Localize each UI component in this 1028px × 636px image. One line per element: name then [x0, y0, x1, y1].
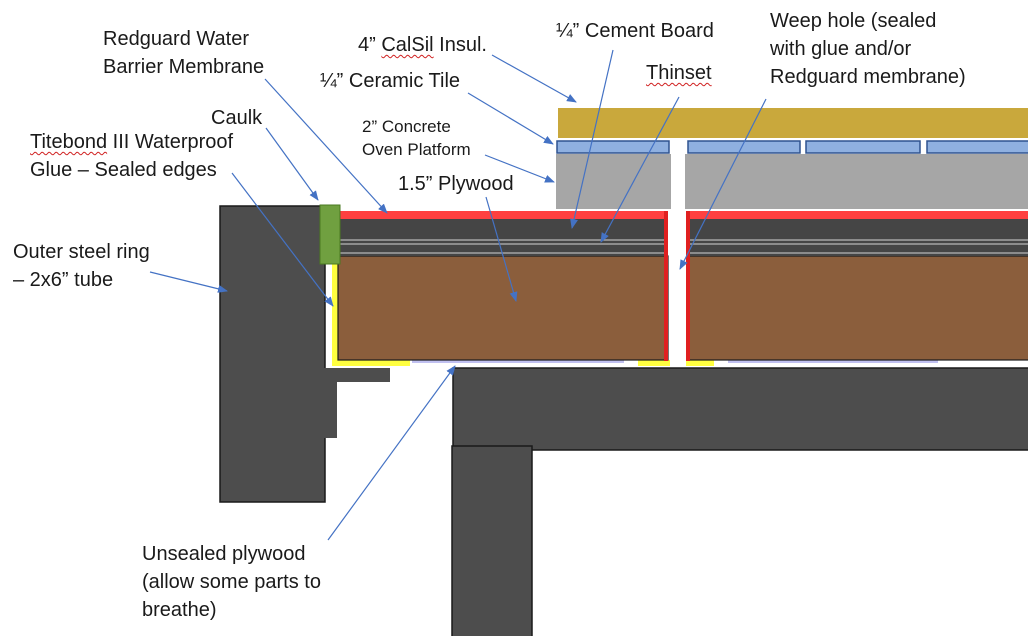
caulk-block: [319, 204, 341, 265]
label-plywood: 1.5” Plywood: [398, 173, 514, 195]
redguard-gap-left-wall: [664, 211, 668, 361]
label-cement-board: ¼” Cement Board: [556, 20, 714, 42]
cement-board-right: [688, 219, 1028, 256]
label-concrete: 2” Concrete Oven Platform: [362, 117, 471, 159]
redguard-top-left: [338, 211, 668, 219]
leader-thinset: [600, 96, 680, 243]
unsealed-bottom-left: [412, 359, 624, 363]
unsealed-bottom-right: [728, 359, 938, 363]
leader-plywood: [485, 196, 518, 302]
leader-weep-hole: [679, 98, 767, 270]
redguard-top-right: [688, 211, 1028, 219]
leader-titebond: [231, 172, 334, 307]
leader-ceramic-tile: [467, 92, 554, 145]
glue-gap-left: [638, 360, 670, 366]
label-calsil: 4” CalSil Insul.: [358, 34, 487, 56]
leader-cement-board: [570, 49, 614, 229]
leader-caulk: [265, 127, 319, 201]
leader-redguard: [264, 78, 388, 214]
plywood-left: [337, 255, 669, 361]
ceramic-tile-2: [687, 140, 801, 154]
cement-board-left: [338, 219, 668, 256]
ceramic-tile-1: [556, 140, 670, 154]
leader-outer-ring: [149, 271, 228, 293]
glue-left-edge: [332, 262, 338, 366]
redguard-gap-right-wall: [686, 211, 690, 361]
concrete-platform-left: [556, 154, 671, 209]
glue-bottom-left: [332, 360, 410, 366]
label-unsealed: Unsealed plywood (allow some parts to br…: [142, 543, 321, 621]
leader-concrete: [484, 154, 555, 183]
label-titebond: Titebond III Waterproof Glue – Sealed ed…: [30, 131, 234, 181]
steel-frame-vertical: [451, 445, 533, 636]
label-weep-hole: Weep hole (sealed with glue and/or Redgu…: [770, 10, 966, 88]
ceramic-tile-3: [805, 140, 921, 154]
ceramic-tile-4: [926, 140, 1028, 154]
label-outer-ring: Outer steel ring – 2x6” tube: [13, 241, 150, 291]
label-caulk: Caulk: [211, 107, 263, 129]
leader-calsil: [491, 54, 577, 103]
leader-unsealed: [327, 365, 456, 541]
plywood-right: [687, 255, 1028, 361]
label-thinset: Thinset: [646, 62, 712, 84]
steel-bracket-vertical: [324, 368, 337, 438]
glue-gap-right: [686, 360, 714, 366]
concrete-platform-right: [685, 154, 1028, 209]
steel-frame-horizontal: [452, 367, 1028, 451]
label-ceramic-tile: ¼” Ceramic Tile: [320, 70, 461, 92]
outer-steel-ring: [219, 205, 326, 503]
steel-bracket-horizontal: [324, 368, 390, 382]
label-redguard: Redguard Water Barrier Membrane: [103, 28, 265, 78]
calsil-insulation: [558, 108, 1028, 138]
